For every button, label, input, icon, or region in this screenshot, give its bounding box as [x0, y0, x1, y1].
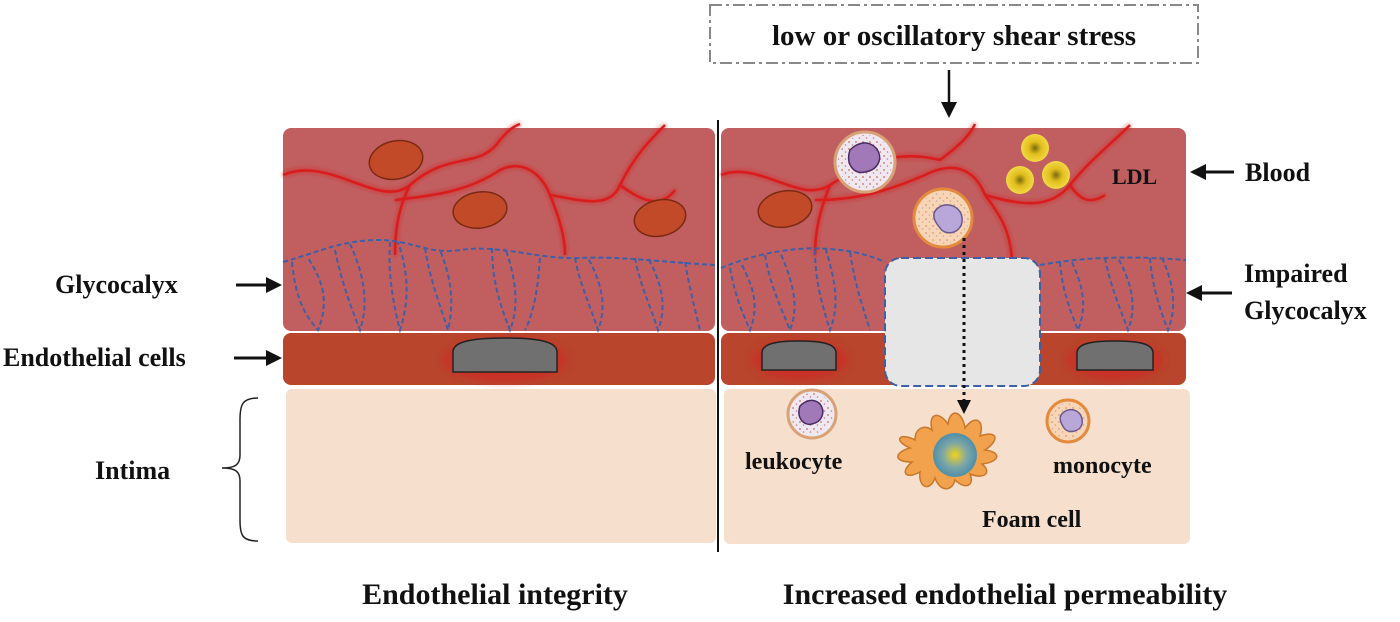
- rbc-left-3: [633, 198, 687, 238]
- condition-label: low or oscillatory shear stress: [772, 20, 1136, 52]
- endothelial-cells-arrow: [234, 350, 282, 366]
- leukocyte-blood: [833, 130, 897, 194]
- impaired-glycocalyx-label-line1: Impaired: [1244, 259, 1348, 288]
- glycocalyx-strands-right: [720, 247, 1187, 333]
- glycocalyx-label: Glycocalyx: [55, 270, 178, 299]
- endothelial-nucleus-right-1: [752, 340, 848, 380]
- caption-endothelial-integrity: Endothelial integrity: [362, 578, 628, 611]
- condition-box: [709, 4, 1199, 64]
- ldl-particles: [1006, 134, 1070, 194]
- intima-label: Intima: [95, 456, 170, 485]
- blood-label: Blood: [1245, 158, 1311, 187]
- monocyte-blood: [912, 187, 974, 249]
- intima-layer-left: [286, 389, 716, 543]
- endothelial-nucleus-right-2: [1067, 340, 1163, 380]
- ldl-label: LDL: [1112, 164, 1157, 189]
- rbc-left-1: [368, 139, 424, 181]
- permeability-arrow: [957, 238, 971, 414]
- caption-increased-permeability: Increased endothelial permeability: [783, 578, 1227, 611]
- blood-arrow: [1190, 164, 1234, 180]
- foam-cell-label: Foam cell: [982, 507, 1082, 533]
- intima-brace: [221, 397, 259, 542]
- vessel-network-left: [282, 122, 676, 256]
- endothelial-nucleus-left: [443, 337, 567, 382]
- rbc-left-2: [452, 191, 508, 229]
- impaired-glycocalyx-arrow: [1186, 285, 1232, 301]
- monocyte-intima: [1045, 398, 1091, 444]
- endothelial-cells-label: Endothelial cells: [3, 343, 186, 372]
- leukocyte-label: leukocyte: [745, 449, 843, 475]
- impaired-glycocalyx-label-line2: Glycocalyx: [1244, 296, 1367, 325]
- rbc-right-1: [757, 189, 813, 229]
- foam-cell: [897, 412, 998, 490]
- glycocalyx-arrow: [236, 277, 282, 293]
- monocyte-label: monocyte: [1053, 453, 1152, 479]
- shear-stress-arrow: [941, 70, 957, 118]
- glycocalyx-strands-left: [282, 238, 716, 334]
- leukocyte-intima: [786, 388, 838, 440]
